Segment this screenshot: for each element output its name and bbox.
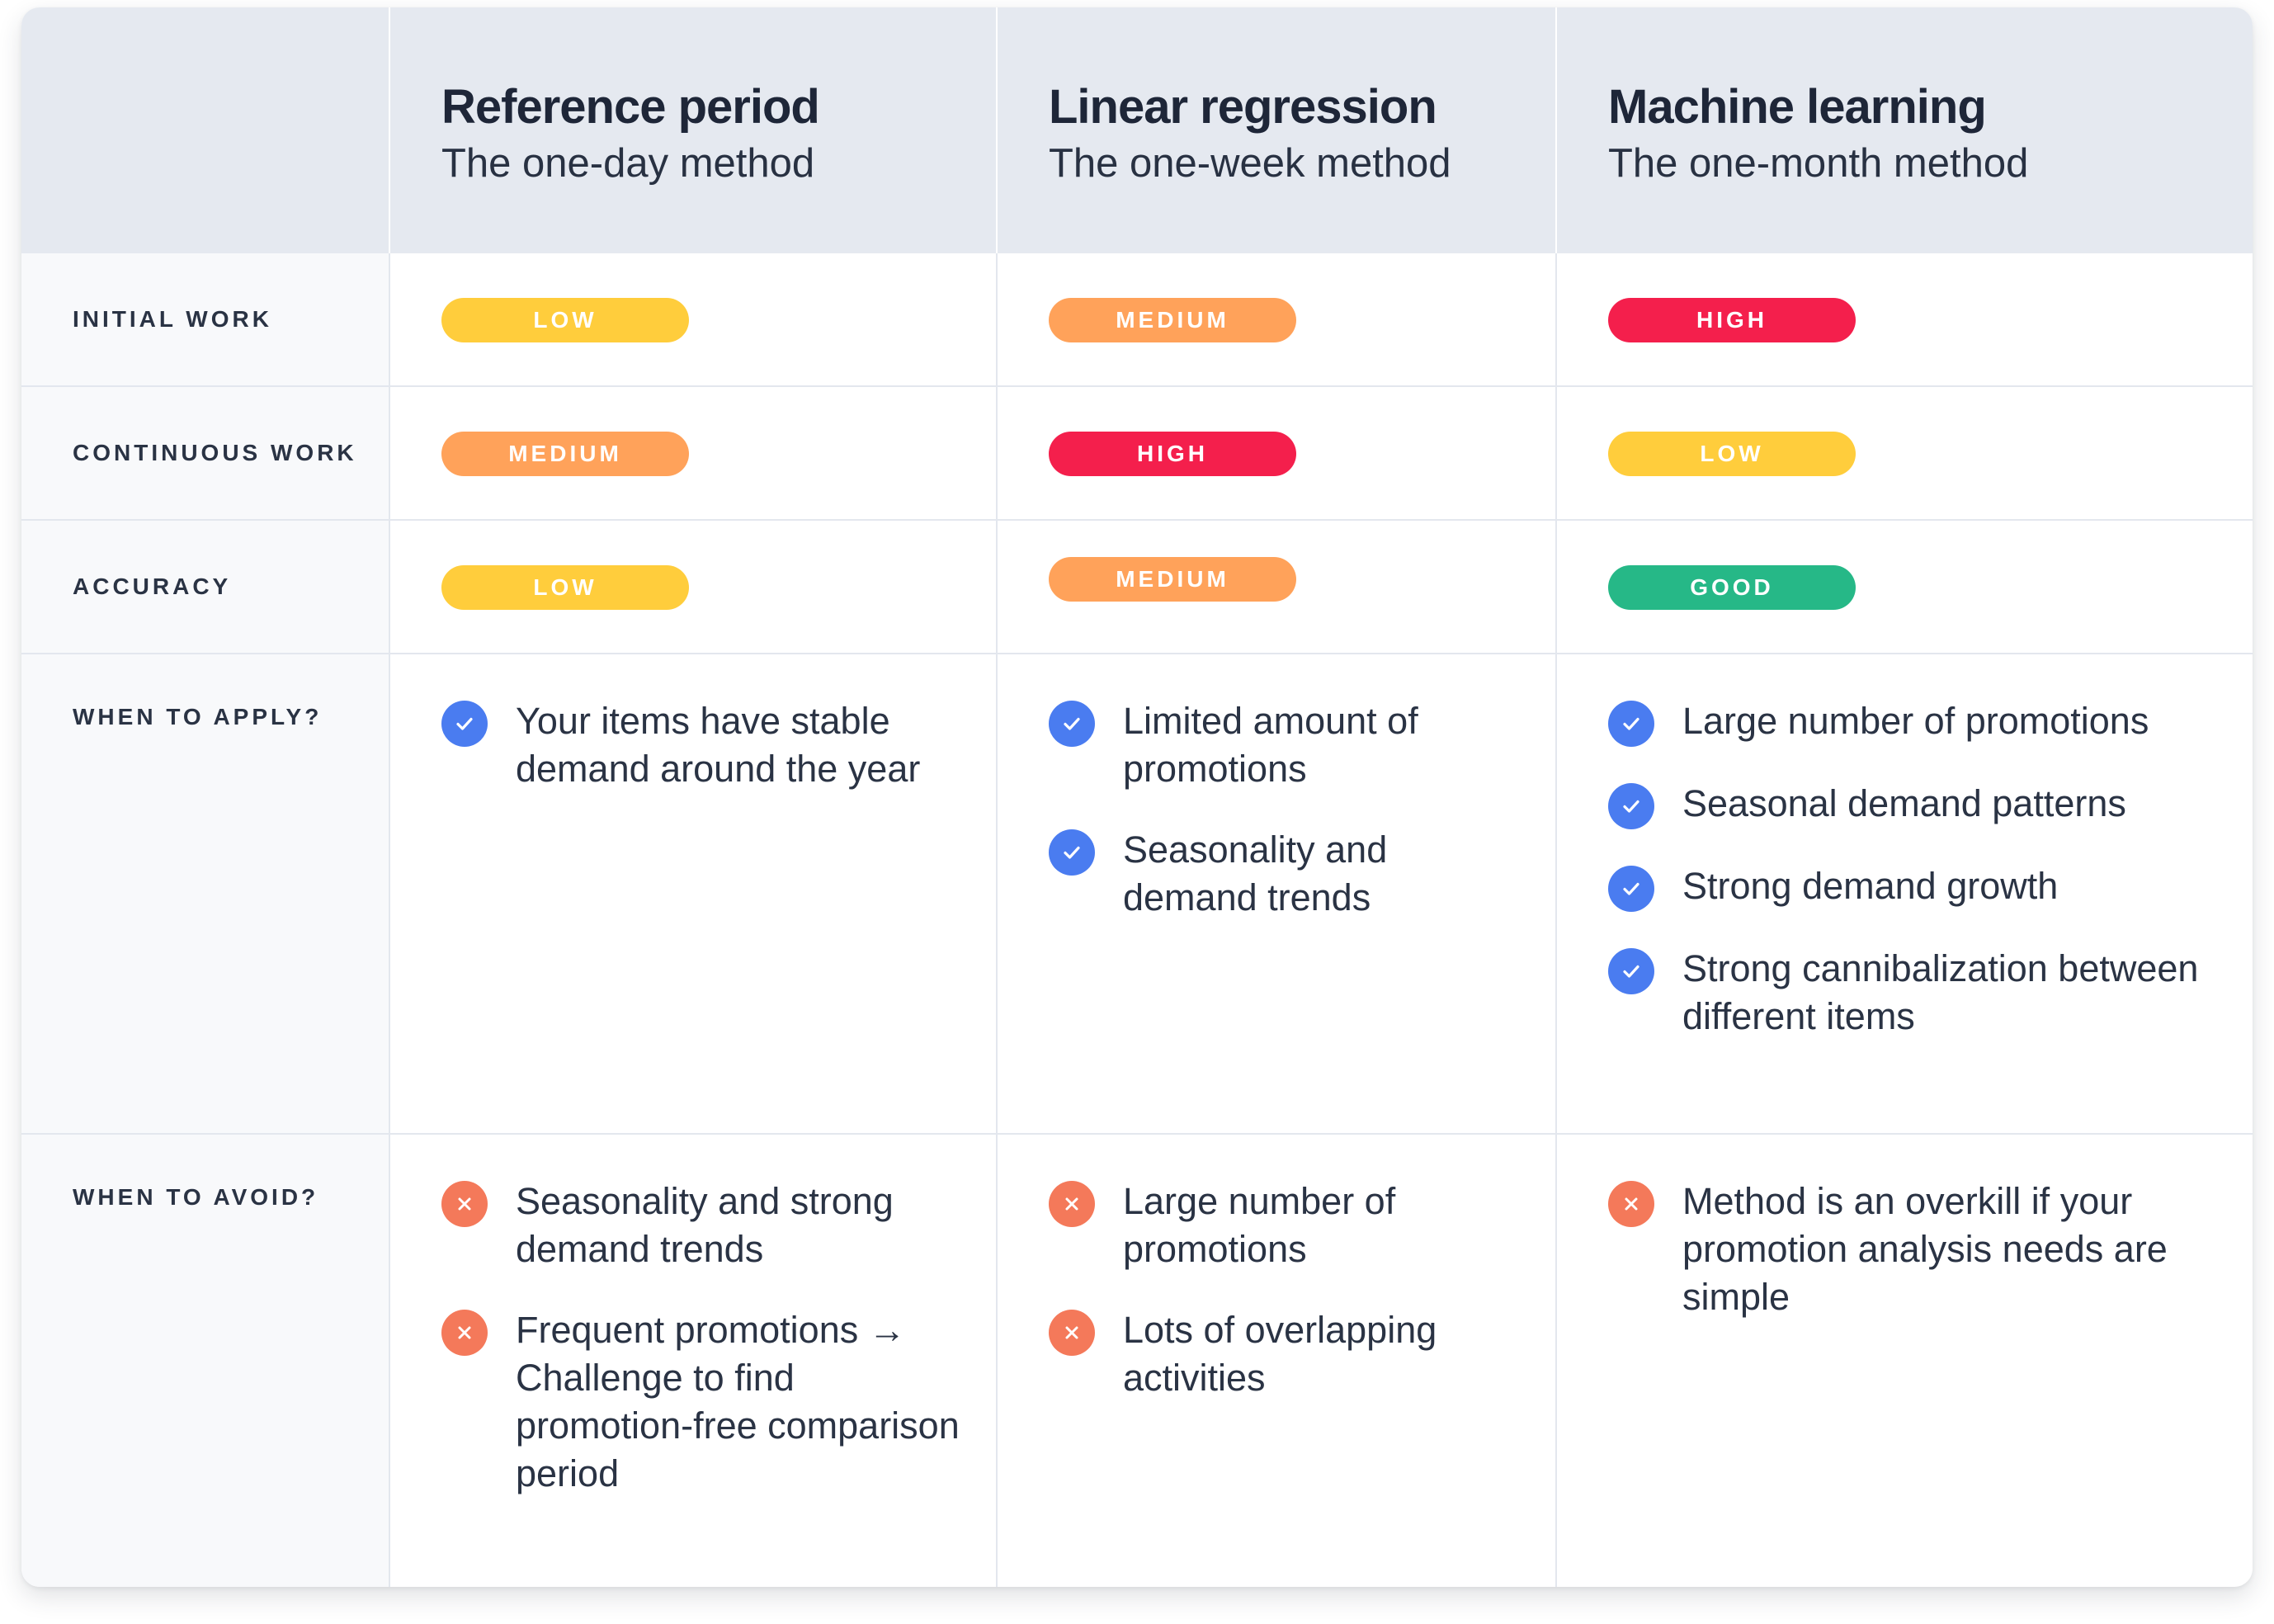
column-subtitle: The one-day method	[441, 141, 815, 186]
cross-icon	[1049, 1310, 1095, 1356]
rating-badge: HIGH	[1049, 432, 1296, 476]
column-title: Linear regression	[1049, 80, 1437, 134]
list-item: Method is an overkill if your promotion …	[1608, 1178, 2228, 1321]
rating-cell: MEDIUM	[998, 521, 1557, 654]
row-label-cell-continuous-work: CONTINUOUS WORK	[21, 387, 390, 521]
comparison-table: Reference period The one-day method Line…	[21, 7, 2253, 1587]
rating-cell: MEDIUM	[390, 387, 998, 521]
avoid-list-cell: Method is an overkill if your promotion …	[1557, 1135, 2253, 1587]
row-label: WHEN TO AVOID?	[73, 1184, 319, 1210]
cross-icon	[1608, 1181, 1654, 1227]
check-icon	[1608, 866, 1654, 912]
column-subtitle: The one-month method	[1608, 141, 2029, 186]
rating-cell: HIGH	[1557, 253, 2253, 387]
list-item: Strong demand growth	[1608, 862, 2228, 912]
check-icon	[1608, 948, 1654, 994]
list-item: Lots of overlapping activities	[1049, 1306, 1531, 1402]
list-item: Seasonality and demand trends	[1049, 826, 1531, 922]
rating-badge: LOW	[441, 565, 689, 610]
list-item: Your items have stable demand around the…	[441, 697, 971, 793]
cross-icon	[1049, 1181, 1095, 1227]
list-item-text: Strong demand growth	[1682, 865, 2059, 907]
list-item-text: Frequent promotions → Challenge to find …	[516, 1309, 960, 1494]
list-item-text: Limited amount of promotions	[1123, 700, 1418, 790]
rating-badge: MEDIUM	[441, 432, 689, 476]
row-label: WHEN TO APPLY?	[73, 704, 323, 729]
check-icon	[1608, 701, 1654, 747]
rating-cell: GOOD	[1557, 521, 2253, 654]
rating-cell: HIGH	[998, 387, 1557, 521]
list-item-text: Seasonal demand patterns	[1682, 782, 2126, 824]
list-item: Strong cannibalization between different…	[1608, 945, 2228, 1041]
row-label-cell-when-to-avoid: WHEN TO AVOID?	[21, 1135, 390, 1587]
list-item-text: Seasonality and strong demand trends	[516, 1180, 894, 1270]
rating-badge: LOW	[441, 298, 689, 342]
row-label: CONTINUOUS WORK	[73, 440, 357, 465]
rating-cell: LOW	[1557, 387, 2253, 521]
rating-badge: MEDIUM	[1049, 557, 1296, 602]
rating-badge: HIGH	[1608, 298, 1856, 342]
list-item-text: Seasonality and demand trends	[1123, 829, 1388, 918]
cross-icon	[441, 1310, 488, 1356]
list-item-text: Strong cannibalization between different…	[1682, 947, 2199, 1037]
apply-list-cell: Your items have stable demand around the…	[390, 654, 998, 1135]
list-item: Large number of promotions	[1608, 697, 2228, 747]
rating-badge: MEDIUM	[1049, 298, 1296, 342]
row-label-cell-when-to-apply: WHEN TO APPLY?	[21, 654, 390, 1135]
comparison-card: Reference period The one-day method Line…	[21, 7, 2253, 1587]
list-item: Limited amount of promotions	[1049, 697, 1531, 793]
row-label: INITIAL WORK	[73, 306, 272, 332]
rating-badge: LOW	[1608, 432, 1856, 476]
list-item: Frequent promotions → Challenge to find …	[441, 1306, 971, 1498]
rating-cell: MEDIUM	[998, 253, 1557, 387]
column-header-machine-learning: Machine learning The one-month method	[1557, 7, 2253, 253]
check-icon	[1608, 783, 1654, 829]
check-icon	[441, 701, 488, 747]
row-label: ACCURACY	[73, 574, 232, 599]
column-title: Reference period	[441, 80, 820, 134]
list-item-text: Large number of promotions	[1682, 700, 2149, 742]
rating-cell: LOW	[390, 521, 998, 654]
column-subtitle: The one-week method	[1049, 141, 1451, 186]
rating-cell: LOW	[390, 253, 998, 387]
column-header-reference-period: Reference period The one-day method	[390, 7, 998, 253]
list-item-text: Lots of overlapping activities	[1123, 1309, 1437, 1399]
row-label-cell-initial-work: INITIAL WORK	[21, 253, 390, 387]
row-label-cell-accuracy: ACCURACY	[21, 521, 390, 654]
rating-badge: GOOD	[1608, 565, 1856, 610]
check-icon	[1049, 701, 1095, 747]
column-header-linear-regression: Linear regression The one-week method	[998, 7, 1557, 253]
header-corner	[21, 7, 390, 253]
cross-icon	[441, 1181, 488, 1227]
list-item: Large number of promotions	[1049, 1178, 1531, 1273]
list-item-text: Your items have stable demand around the…	[516, 700, 921, 790]
check-icon	[1049, 829, 1095, 876]
list-item-text: Large number of promotions	[1123, 1180, 1396, 1270]
list-item: Seasonal demand patterns	[1608, 780, 2228, 829]
list-item: Seasonality and strong demand trends	[441, 1178, 971, 1273]
column-title: Machine learning	[1608, 80, 1987, 134]
list-item-text: Method is an overkill if your promotion …	[1682, 1180, 2168, 1318]
